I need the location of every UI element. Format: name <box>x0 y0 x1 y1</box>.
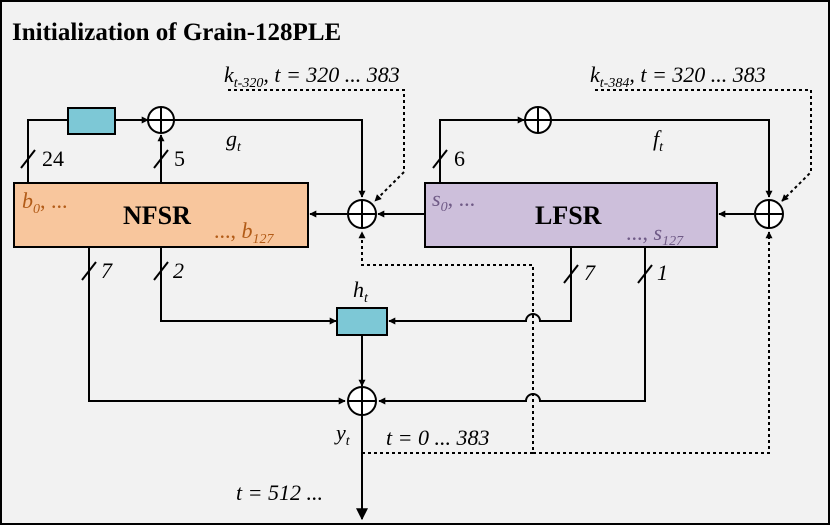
bus-width-7-lfsr: 7 <box>584 260 596 285</box>
nfsr-label: NFSR <box>123 201 191 230</box>
lfsr-last-cell: ..., s127 <box>626 220 684 249</box>
nfsr-key-dotted-wire <box>228 89 405 202</box>
bus-slash-1 <box>637 264 653 284</box>
h-function-box <box>336 307 388 336</box>
lfsr-register <box>424 182 718 248</box>
output-to-nfsr-feedback-dotted <box>358 231 534 454</box>
feedback-timing-label: t = 0 ... 383 <box>386 425 489 450</box>
lfsr-first-cell: s0, ... <box>432 186 475 215</box>
nfsr-key-input-label: kt-320, t = 320 ... 383 <box>224 62 400 91</box>
y-output-label: yt <box>334 420 351 449</box>
lfsr-key-input-label: kt-384, t = 320 ... 383 <box>590 62 766 91</box>
lfsr-input-xor-icon <box>754 199 784 229</box>
bus-width-5: 5 <box>174 146 185 171</box>
lfsr-to-h-wire <box>388 247 572 325</box>
nfsr-to-y-wire <box>88 247 346 405</box>
bus-width-7-nfsr: 7 <box>101 258 113 283</box>
nfsr-register <box>13 182 309 248</box>
g-xor-icon <box>147 106 175 134</box>
bus-slash-5 <box>153 149 169 169</box>
output-timing-label: t = 512 ... <box>236 480 323 505</box>
lfsr-label: LFSR <box>535 201 602 230</box>
lfsr-key-dotted-wire <box>595 89 812 202</box>
bus-slash-7-nfsr <box>81 261 97 281</box>
lfsr-to-y-wire <box>378 247 646 405</box>
g-function-label: gt <box>226 126 242 155</box>
nfsr-first-cell: b0, ... <box>22 188 68 217</box>
g-to-center-xor-wire <box>174 119 366 198</box>
nonlinear-function-box <box>67 107 116 135</box>
f-xor-icon <box>524 106 552 134</box>
output-to-lfsr-feedback-dotted <box>533 231 773 454</box>
bus-slash-2 <box>153 261 169 281</box>
bus-width-24: 24 <box>42 146 64 171</box>
f-function-label: ft <box>653 126 664 155</box>
bus-width-1: 1 <box>657 260 668 285</box>
bus-width-2: 2 <box>173 258 184 283</box>
diagram-title: Initialization of Grain-128PLE <box>12 19 341 46</box>
bus-slash-7-lfsr <box>563 264 579 284</box>
lfsr-to-f-xor-wire <box>439 116 525 183</box>
nfsr-last-cell: ..., b127 <box>214 218 275 247</box>
nfsr-input-xor-icon <box>347 199 377 229</box>
bus-slash-6 <box>432 149 448 169</box>
output-xor-icon <box>347 386 377 416</box>
bus-slash-24 <box>20 149 36 169</box>
bus-width-6: 6 <box>454 146 465 171</box>
nfsr-to-box-wire <box>27 119 68 183</box>
f-to-right-xor-wire <box>551 119 773 198</box>
h-function-label: ht <box>353 277 369 306</box>
